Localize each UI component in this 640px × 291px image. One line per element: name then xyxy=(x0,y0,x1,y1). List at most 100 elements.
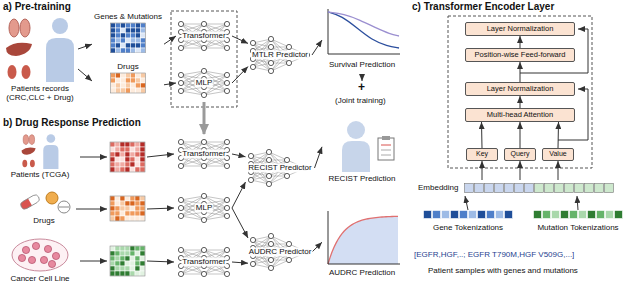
heatmap xyxy=(135,196,140,201)
node-label: Drugs xyxy=(33,216,54,225)
heatmap xyxy=(130,162,135,167)
connector xyxy=(164,36,176,44)
heatmap xyxy=(111,48,116,53)
node-label: Survival Prediction xyxy=(329,60,395,69)
embedding-squares xyxy=(465,184,614,193)
heatmap xyxy=(120,206,125,211)
heatmap xyxy=(131,48,136,53)
heatmap xyxy=(130,261,135,266)
token-bar: Mutation Tokenizations xyxy=(524,210,632,240)
heatmap xyxy=(135,211,140,216)
network-links xyxy=(181,87,204,91)
node-label: MTLR Predictor xyxy=(251,50,309,59)
heatmap xyxy=(110,147,115,152)
cells xyxy=(48,260,55,267)
network-links xyxy=(181,266,204,274)
heatmap xyxy=(140,266,145,271)
heatmap xyxy=(121,23,126,28)
network-neurons xyxy=(248,177,253,182)
network-neurons xyxy=(201,45,206,50)
heatmap xyxy=(140,201,145,206)
heatmap xyxy=(121,83,126,88)
heatmap xyxy=(110,246,115,251)
network-links xyxy=(181,142,204,143)
heatmap xyxy=(135,167,140,172)
heatmap xyxy=(120,246,125,251)
network-neurons xyxy=(266,181,271,186)
heatmap xyxy=(131,83,136,88)
token-squares xyxy=(423,211,512,219)
kidney xyxy=(8,65,17,79)
heatmap xyxy=(131,43,136,48)
network-links xyxy=(181,158,204,166)
network-neurons xyxy=(178,80,183,85)
heatmap xyxy=(136,28,141,33)
heatmap xyxy=(125,167,130,172)
heatmap xyxy=(121,43,126,48)
network-neurons xyxy=(178,72,183,77)
kidney xyxy=(30,160,35,168)
connector xyxy=(520,62,521,82)
network-neurons xyxy=(250,261,255,266)
network-neurons xyxy=(286,257,291,262)
heatmap xyxy=(136,38,141,43)
transformer-network: Transformer xyxy=(176,242,232,282)
heatmap xyxy=(111,78,116,83)
node-label: Transformer xyxy=(181,257,226,266)
embedding-squares xyxy=(535,184,544,193)
input-arrow xyxy=(80,261,107,262)
heatmap xyxy=(141,43,146,48)
heatmap xyxy=(115,167,120,172)
heatmap xyxy=(115,266,120,271)
network-neurons xyxy=(224,45,229,50)
heatmap xyxy=(120,266,125,271)
heatmap xyxy=(120,211,125,216)
heatmap xyxy=(135,216,140,221)
network-links xyxy=(181,158,204,166)
token-squares xyxy=(495,211,503,219)
connector xyxy=(520,96,521,108)
heatmap xyxy=(110,196,145,221)
heatmap xyxy=(131,73,136,78)
recist-illustration: RECIST Prediction xyxy=(322,118,402,190)
network-neurons xyxy=(224,88,229,93)
input-arrow xyxy=(76,209,107,210)
heatmap xyxy=(141,23,146,28)
heatmap xyxy=(115,147,120,152)
transformer-network: Transformer xyxy=(176,134,232,174)
network-links xyxy=(204,158,227,166)
heatmap xyxy=(115,216,120,221)
mlp-network: MLP xyxy=(176,64,232,102)
connector xyxy=(78,69,92,81)
dose-curve xyxy=(328,216,398,264)
network-links xyxy=(181,250,204,251)
token-squares xyxy=(533,211,541,219)
heatmap-frame xyxy=(111,73,146,93)
network-links xyxy=(204,166,227,167)
network-neurons xyxy=(224,72,229,77)
node-label: Gene Tokenizations xyxy=(433,223,503,232)
token-squares xyxy=(468,211,476,219)
heatmap xyxy=(110,142,115,147)
heatmap xyxy=(135,147,140,152)
token-squares xyxy=(542,211,550,219)
heatmap xyxy=(141,28,146,33)
heatmap xyxy=(110,266,115,271)
patient-illustration: Patients (TCGA) xyxy=(2,132,78,184)
heatmap xyxy=(131,33,136,38)
network-links xyxy=(181,24,204,25)
drug-heatmap: Drugs xyxy=(92,62,164,100)
cells xyxy=(32,242,39,249)
network-neurons xyxy=(201,217,206,222)
network-neurons xyxy=(268,44,273,49)
network-links xyxy=(181,91,204,95)
embedding-squares xyxy=(464,183,614,193)
heatmap xyxy=(131,78,136,83)
heatmap xyxy=(116,48,121,53)
node-label: Layer Normalization xyxy=(487,25,554,34)
heatmap xyxy=(115,246,120,251)
heatmap xyxy=(135,157,140,162)
illustration xyxy=(322,118,402,174)
network-neurons xyxy=(266,173,271,178)
network-links xyxy=(204,48,227,49)
